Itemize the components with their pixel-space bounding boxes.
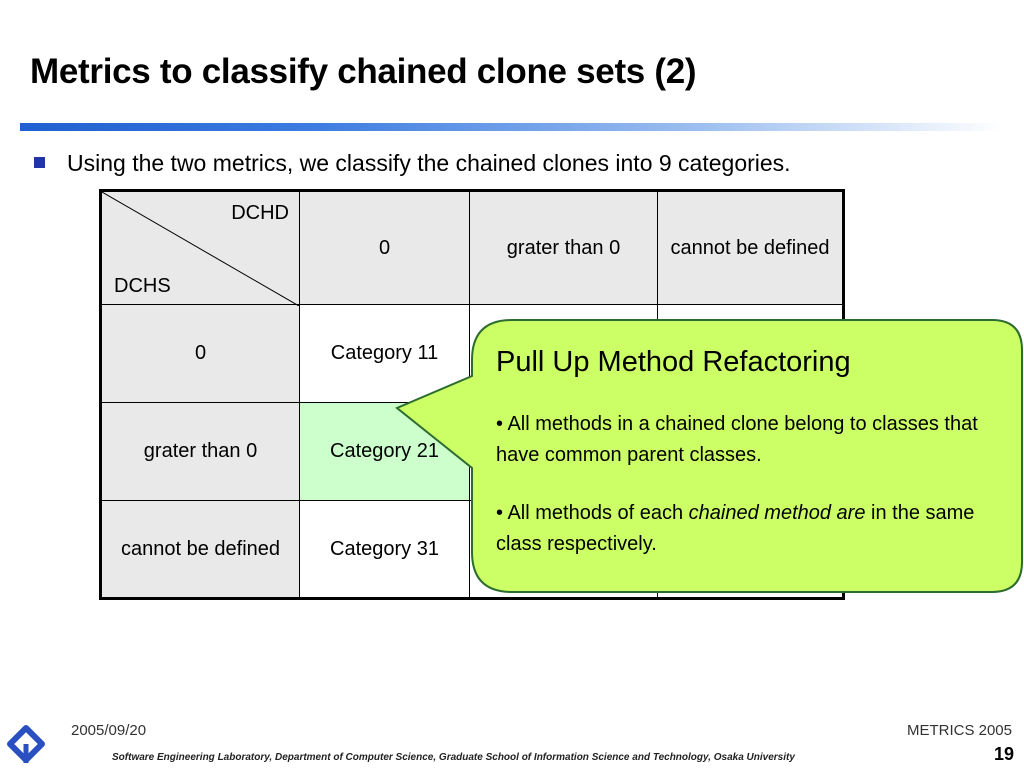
square-bullet-icon: [34, 157, 45, 168]
footer-conference: METRICS 2005: [906, 722, 1012, 739]
callout-title: Pull Up Method Refactoring: [496, 346, 851, 378]
page-number: 19: [993, 744, 1014, 764]
bullet-item: Using the two metrics, we classify the c…: [34, 150, 791, 177]
callout-point-2-prefix: • All methods of each: [496, 502, 689, 524]
callout-content: Pull Up Method Refactoring • All methods…: [496, 346, 1001, 587]
speech-bubble: [395, 319, 1023, 593]
column-header: 0: [299, 190, 470, 305]
column-header: grater than 0: [469, 190, 658, 305]
row-header: 0: [100, 304, 300, 403]
osaka-university-logo-icon: [7, 725, 45, 763]
diagonal-line: [102, 192, 299, 306]
table-cell: Category 31: [299, 500, 470, 599]
title-underline: [20, 123, 1004, 131]
row-header: cannot be defined: [100, 500, 300, 599]
callout-point-1: • All methods in a chained clone belong …: [496, 413, 978, 466]
callout-point-2-suffix: in the same class respectively.: [496, 502, 975, 555]
column-header: cannot be defined: [657, 190, 844, 305]
footer-affiliation: Software Engineering Laboratory, Departm…: [112, 752, 795, 763]
column-metric-label: DCHD: [231, 202, 289, 224]
callout-point-2-italic: chained method are: [688, 502, 866, 524]
slide-title: Metrics to classify chained clone sets (…: [30, 52, 697, 91]
row-metric-label: DCHS: [114, 275, 171, 297]
row-header: grater than 0: [100, 402, 300, 501]
table-cell: Category 11: [299, 304, 470, 403]
footer-date: 2005/09/20: [71, 722, 147, 739]
bullet-text: Using the two metrics, we classify the c…: [67, 150, 791, 176]
corner-header-cell: DCHD DCHS: [100, 190, 300, 306]
callout-point-2: • All methods of each chained method are…: [496, 498, 1001, 560]
